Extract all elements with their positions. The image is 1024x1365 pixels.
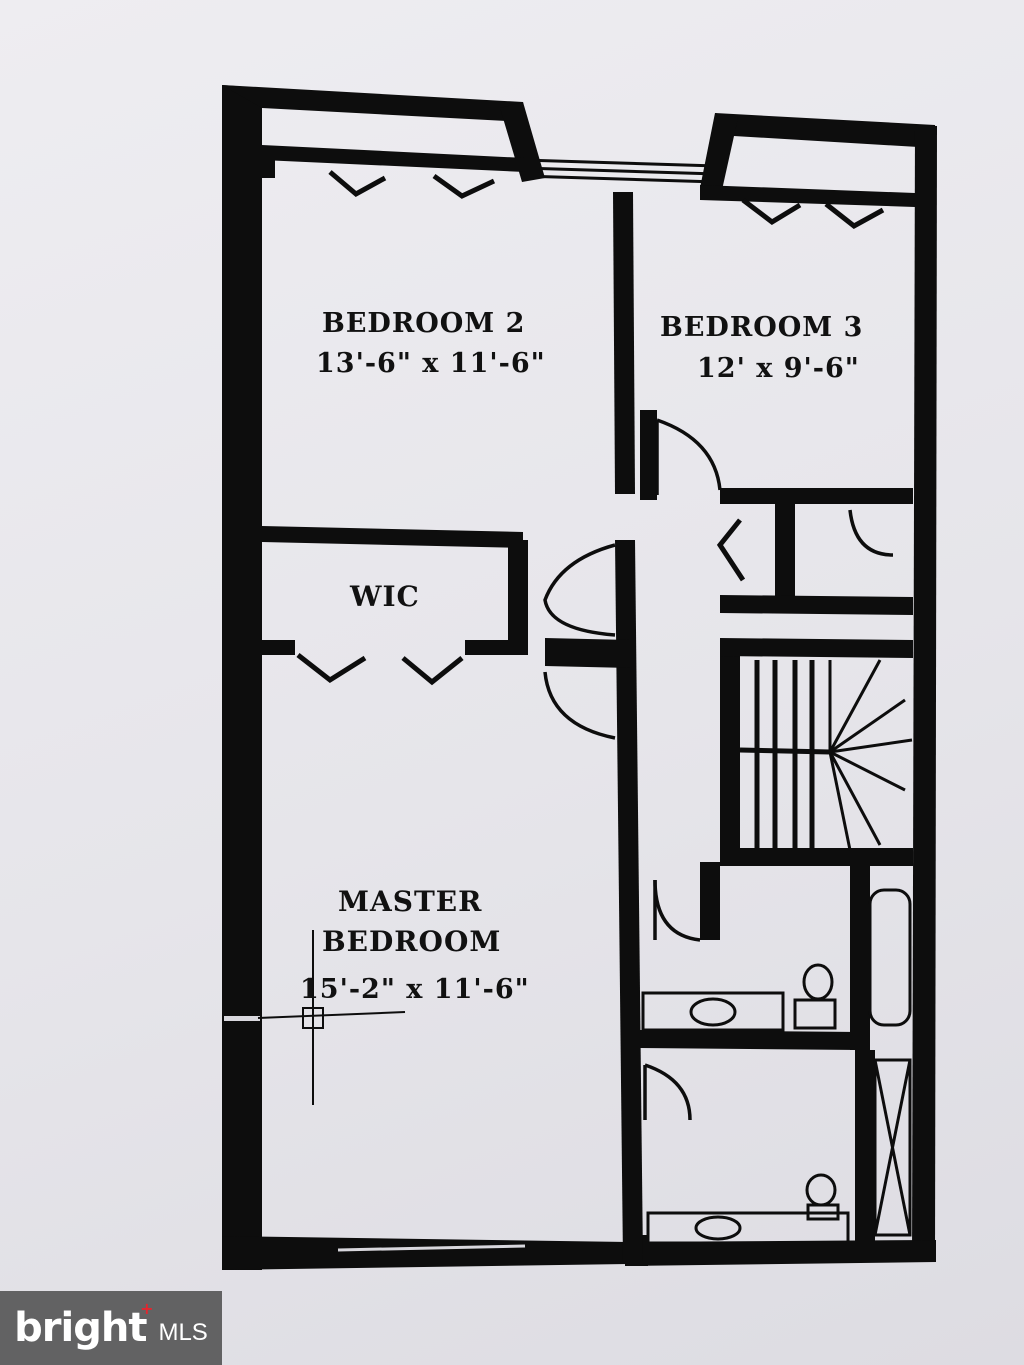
- bath-fixtures: [641, 888, 912, 1245]
- left-wall-lower: [222, 1018, 262, 1270]
- plus-icon: +: [140, 1299, 153, 1318]
- bottom-wall-right: [625, 1240, 936, 1266]
- left-window: [224, 1016, 260, 1021]
- bottom-wall: [222, 1236, 628, 1270]
- bedroom-2-dimensions: 13'-6" x 11'-6": [316, 348, 546, 379]
- watermark-brand: bright+: [14, 1299, 153, 1351]
- sink-1: [689, 997, 737, 1027]
- staircase: [739, 659, 913, 851]
- wall-stair-top: [720, 638, 913, 658]
- door-bath-1: [653, 879, 701, 942]
- wall-stair-bottom: [720, 848, 913, 866]
- master-bedroom-label-line2: BEDROOM: [322, 925, 501, 958]
- room-labels: BEDROOM 2 13'-6" x 11'-6" BEDROOM 3 12' …: [300, 308, 863, 1005]
- door-master: [543, 671, 616, 740]
- wic-label: WIC: [349, 580, 420, 613]
- master-bedroom-label-line1: MASTER: [338, 885, 482, 918]
- master-bedroom-dimensions: 15'-2" x 11'-6": [300, 974, 530, 1005]
- closet-doors-bedroom-3: [741, 198, 885, 229]
- door-bedroom-2: [543, 543, 616, 637]
- door-bath-2: [644, 1063, 692, 1121]
- interior-walls: [262, 192, 913, 1262]
- bedroom-3-dimensions: 12' x 9'-6": [697, 353, 860, 384]
- shower: [873, 1058, 912, 1237]
- toilet-tank-2: [806, 1203, 840, 1221]
- wic-closet-doors: [296, 653, 464, 686]
- bedroom-2-label: BEDROOM 2: [322, 308, 525, 339]
- bedroom-3-label: BEDROOM 3: [660, 312, 863, 343]
- wall-b3-bottom: [720, 488, 913, 504]
- wall-hall-master: [615, 540, 643, 1262]
- toilet-2: [805, 1173, 837, 1207]
- wall-b2-b3: [613, 192, 635, 494]
- vanity-1: [641, 991, 785, 1032]
- wall-wic-right: [508, 540, 528, 640]
- wall-stair-left: [720, 640, 740, 862]
- top-window: [522, 158, 718, 184]
- watermark-suffix: MLS: [158, 1319, 208, 1346]
- wall-hall-stub: [545, 638, 630, 668]
- top-wall-left: [222, 85, 525, 122]
- toilet-1: [802, 963, 834, 1001]
- closet-bedroom-2: [262, 102, 545, 182]
- watermark-brand-text: bright: [14, 1305, 147, 1351]
- left-wall: [222, 85, 262, 1018]
- vanity-2: [646, 1211, 850, 1245]
- top-wall-right: [715, 113, 935, 148]
- wall-bath-divider: [640, 1030, 860, 1050]
- closet-bedroom-3: [700, 113, 915, 207]
- door-swings: [543, 418, 894, 1121]
- wall-shower-left: [855, 1050, 875, 1245]
- wall-closet-bottom: [720, 595, 913, 615]
- toilet-tank-1: [793, 998, 837, 1030]
- bathtub: [868, 888, 912, 1027]
- cad-cursor: [257, 930, 406, 1105]
- door-bedroom-3: [656, 418, 722, 491]
- bright-mls-watermark: bright+ MLS: [0, 1291, 222, 1365]
- closet-doors-bedroom-2: [328, 170, 496, 199]
- right-wall: [912, 125, 937, 1262]
- sink-2: [694, 1215, 742, 1241]
- wall-wic-top: [262, 526, 523, 548]
- bottom-window: [337, 1244, 526, 1252]
